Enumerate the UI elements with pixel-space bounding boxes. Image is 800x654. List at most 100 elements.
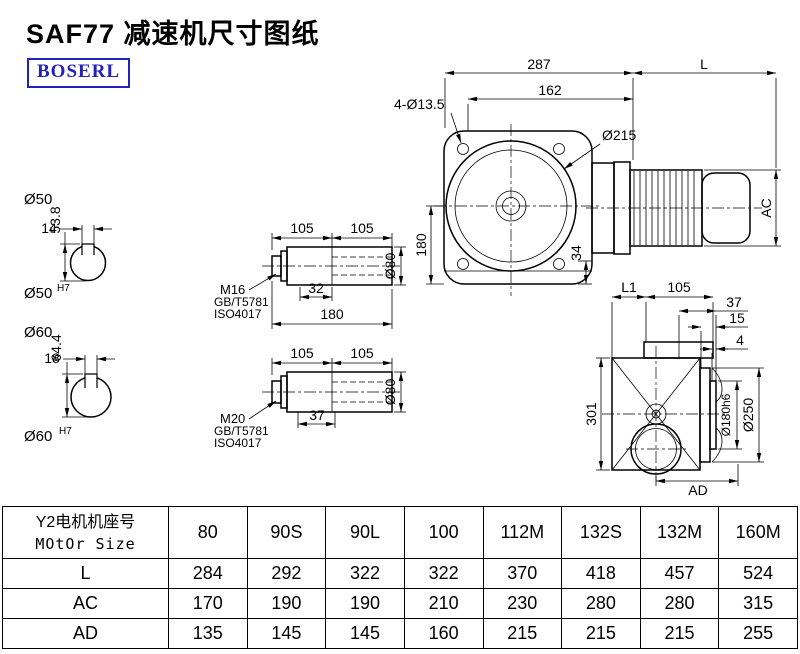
gearbox-side-view-drawing: L1 105 37 15 4 [583,279,764,498]
size-column-header: 90L [325,506,405,559]
hs1-d80-label: Ø80 [382,253,398,280]
hs2-standard-gb-label: GB/T5781 [214,424,269,438]
shaft50-key-width-label: 14 [41,220,57,236]
value-cell: 190 [246,588,327,619]
hs1-dim-105-right-label: 105 [350,220,374,236]
value-cell: 255 [718,618,798,649]
size-column-header: 90S [246,506,327,559]
dim-37-label: 37 [726,294,742,310]
bolt-hole [457,258,469,270]
hollow-shaft-m16-drawing: 105 105 M16 GB/T5781 ISO4017 32 180 Ø80 [214,220,406,329]
dim-301-label: 301 [583,402,599,426]
shaft-section-60-drawing: Ø60 18 64.4 Ø60 H7 [24,324,115,445]
size-column-header: 132S [561,506,641,559]
value-cell: 215 [561,618,641,649]
dim-4-label: 4 [736,332,744,348]
hs1-hatch [286,246,333,286]
dim-180-label: 180 [413,233,429,257]
row-label: AD [2,618,169,649]
shaft50-key-height-label: 53.8 [47,206,63,233]
value-cell: 230 [482,588,563,619]
hs1-standard-gb-label: GB/T5781 [214,295,269,309]
motor-size-header-cell: Y2电机机座号 MOtOr Size [2,506,169,559]
hs1-dim-105-left-label: 105 [290,220,314,236]
hs2-hatch [286,371,333,413]
dim-15-label: 15 [729,310,745,326]
value-cell: 280 [639,588,720,619]
dim-105-label: 105 [667,279,691,295]
dim-ad-label: AD [688,482,707,498]
dim-l-label: L [700,56,708,72]
hs2-dim-105-right-label: 105 [350,345,374,361]
value-cell: 322 [403,558,484,589]
value-cell: 190 [325,588,405,619]
value-cell: 418 [561,558,641,589]
value-cell: 280 [561,588,641,619]
bolt-hole [457,143,469,155]
value-cell: 524 [718,558,798,589]
dim-162-label: 162 [538,82,562,98]
shaft50-bore-tolerance-label: H7 [57,283,70,294]
hs2-thread-label: M20 [220,411,245,426]
hs1-thread-label: M16 [220,282,245,297]
d250-label: Ø250 [740,398,756,432]
drawing-canvas: 287 L 162 4-Ø13.5 Ø215 180 [24,56,781,498]
shaft50-dia-label: Ø50 [24,191,52,208]
gearbox-front-view-drawing: 287 L 162 4-Ø13.5 Ø215 180 [394,56,781,296]
bolt-hole [553,143,565,155]
page-title: SAF77 减速机尺寸图纸 [26,19,320,49]
hs1-standard-iso-label: ISO4017 [214,307,262,321]
value-cell: 215 [639,618,720,649]
hs2-standard-iso-label: ISO4017 [214,436,262,450]
value-cell: 145 [325,618,405,649]
hs2-dim-37-label: 37 [309,407,325,423]
value-cell: 292 [246,558,327,589]
hollow-shaft-m20-drawing: 105 105 M20 GB/T5781 ISO4017 37 Ø80 [214,345,406,450]
shaft60-dia-label: Ø60 [24,324,52,341]
value-cell: 284 [168,558,248,589]
value-cell: 170 [168,588,248,619]
value-cell: 135 [168,618,248,649]
size-column-header: 132M [639,506,720,559]
output-flange-edge [699,367,711,463]
motor-size-header-en: MOtOr Size [35,534,136,553]
bolt-hole [553,258,565,270]
shaft50-bore-label: Ø50 [24,285,52,302]
size-column-header: 112M [482,506,563,559]
value-cell: 315 [718,588,798,619]
d215-label: Ø215 [602,127,636,143]
row-label: L [2,558,169,589]
value-cell: 215 [482,618,563,649]
value-cell: 457 [639,558,720,589]
dim-287-label: 287 [527,56,551,72]
shaft60-bore-tolerance-label: H7 [59,426,72,437]
size-column-header: 80 [168,506,248,559]
value-cell: 370 [482,558,563,589]
shaft60-keyway [84,373,98,388]
side-adapter [643,341,714,359]
hs2-d80-label: Ø80 [382,379,398,406]
shaft60-key-height-label: 64.4 [48,334,64,361]
table-header-row: Y2电机机座号 MOtOr Size 80 90S 90L 100 112M 1… [2,506,798,559]
size-column-header: 160M [718,506,798,559]
hs1-dim-32-label: 32 [308,280,324,296]
value-cell: 322 [325,558,405,589]
motor-dimension-table: Y2电机机座号 MOtOr Size 80 90S 90L 100 112M 1… [2,506,798,649]
holes-label: 4-Ø13.5 [394,96,445,112]
dim-34-label: 34 [568,245,584,261]
value-cell: 145 [246,618,327,649]
shaft50-keyway [81,243,95,255]
value-cell: 160 [403,618,484,649]
hs1-dim-180-label: 180 [320,306,344,322]
table-row-AC: AC 170 190 190 210 230 280 280 315 [2,588,798,619]
dim-l1-label: L1 [621,279,637,295]
boserl-logo: BOSERL [27,58,131,88]
shaft60-bore-label: Ø60 [24,428,52,445]
row-label: AC [2,588,169,619]
table-row-L: L 284 292 322 322 370 418 457 524 [2,558,798,589]
dim-ac-label: AC [758,198,774,217]
shaft-section-50-drawing: Ø50 14 53.8 Ø50 H7 [24,191,112,302]
output-spigot-edge [709,380,717,450]
d180h6-label: Ø180h6 [719,393,733,436]
